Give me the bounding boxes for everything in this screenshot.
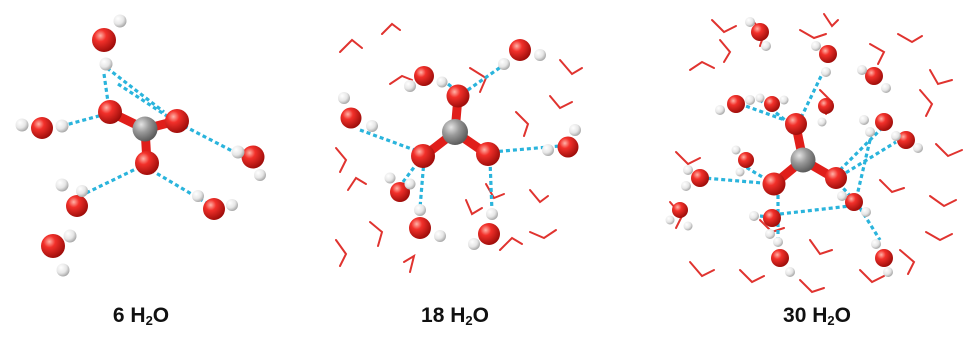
panel-18-water [335,22,583,273]
water-formula: H2O [812,304,851,328]
water-count: 18 [421,304,445,327]
carbonate-ion [411,84,500,168]
panel-label-30-water: 30 H2O [783,304,851,328]
wireframe-waters [335,22,583,273]
carbonate-ion [762,113,847,196]
water-count: 6 [112,304,125,327]
wireframe-waters [669,13,963,294]
water-molecules [665,17,923,277]
panel-label-6-water: 6 H2O [113,304,169,328]
water-molecules [15,14,266,277]
water-formula: H2O [450,304,489,328]
water-molecules [338,39,581,250]
panel-label-18-water: 18 H2O [421,304,489,328]
water-formula: H2O [130,304,170,328]
panel-30-water [665,13,963,294]
carbonate-ion [98,100,189,175]
panel-6-water [15,14,266,277]
water-count: 30 [783,304,807,327]
